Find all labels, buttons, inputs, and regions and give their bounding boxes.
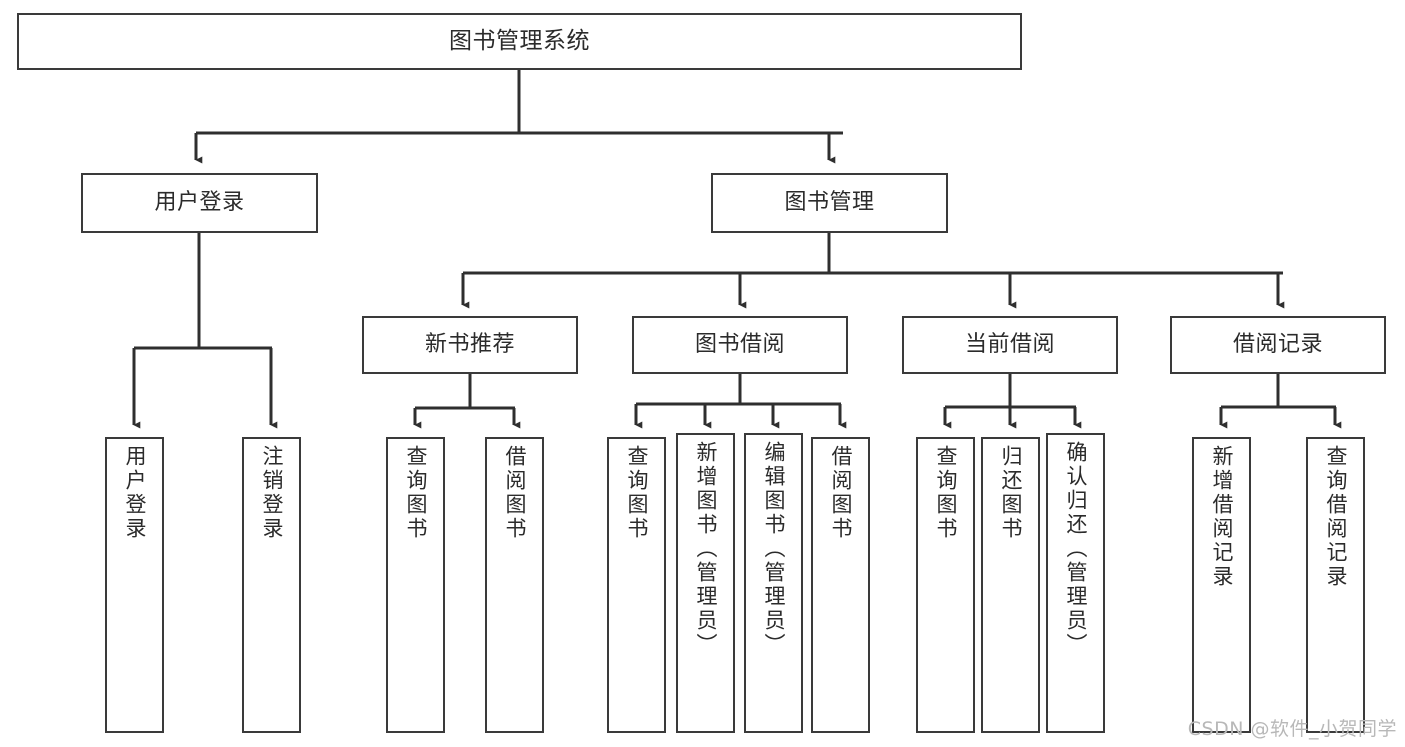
leaf-logout[interactable]: 注销登录 — [242, 437, 301, 733]
leaf-borrow-book-recommend[interactable]: 借阅图书 — [485, 437, 544, 733]
node-root-book-management-system[interactable]: 图书管理系统 — [17, 13, 1022, 70]
node-label: 用户登录 — [122, 445, 147, 541]
leaf-edit-book-admin[interactable]: 编辑图书（管理员） — [744, 433, 803, 733]
node-label: 借阅图书 — [502, 445, 527, 541]
node-label: 查询图书 — [933, 445, 958, 541]
node-label: 用户登录 — [154, 189, 245, 215]
leaf-confirm-return-admin[interactable]: 确认归还（管理员） — [1046, 433, 1105, 733]
node-user-login[interactable]: 用户登录 — [81, 173, 318, 233]
node-label: 编辑图书（管理员） — [761, 441, 786, 657]
node-label: 当前借阅 — [964, 331, 1055, 357]
node-label: 图书管理系统 — [449, 27, 590, 54]
node-label: 借阅图书 — [828, 445, 853, 541]
node-label: 归还图书 — [998, 445, 1023, 541]
node-current-borrow[interactable]: 当前借阅 — [902, 316, 1118, 374]
leaf-add-borrow-record[interactable]: 新增借阅记录 — [1192, 437, 1251, 733]
node-new-book-recommendation[interactable]: 新书推荐 — [362, 316, 578, 374]
node-label: 注销登录 — [259, 445, 284, 541]
node-label: 图书管理 — [784, 189, 875, 215]
node-label: 借阅记录 — [1232, 331, 1323, 357]
leaf-user-login[interactable]: 用户登录 — [105, 437, 164, 733]
node-label: 查询图书 — [624, 445, 649, 541]
node-label: 查询图书 — [403, 445, 428, 541]
node-label: 确认归还（管理员） — [1063, 441, 1088, 657]
node-label: 图书借阅 — [694, 331, 785, 357]
node-borrow-records[interactable]: 借阅记录 — [1170, 316, 1386, 374]
leaf-query-book-recommend[interactable]: 查询图书 — [386, 437, 445, 733]
leaf-query-book-borrow[interactable]: 查询图书 — [607, 437, 666, 733]
node-label: 查询借阅记录 — [1323, 445, 1348, 589]
leaf-query-book-current[interactable]: 查询图书 — [916, 437, 975, 733]
leaf-return-book[interactable]: 归还图书 — [981, 437, 1040, 733]
node-label: 新增借阅记录 — [1209, 445, 1234, 589]
node-label: 新书推荐 — [424, 331, 515, 357]
node-book-management[interactable]: 图书管理 — [711, 173, 948, 233]
leaf-add-book-admin[interactable]: 新增图书（管理员） — [676, 433, 735, 733]
leaf-borrow-book[interactable]: 借阅图书 — [811, 437, 870, 733]
csdn-watermark: CSDN @软件_小贺同学 — [1187, 718, 1397, 740]
leaf-query-borrow-record[interactable]: 查询借阅记录 — [1306, 437, 1365, 733]
node-book-borrow[interactable]: 图书借阅 — [632, 316, 848, 374]
node-label: 新增图书（管理员） — [693, 441, 718, 657]
